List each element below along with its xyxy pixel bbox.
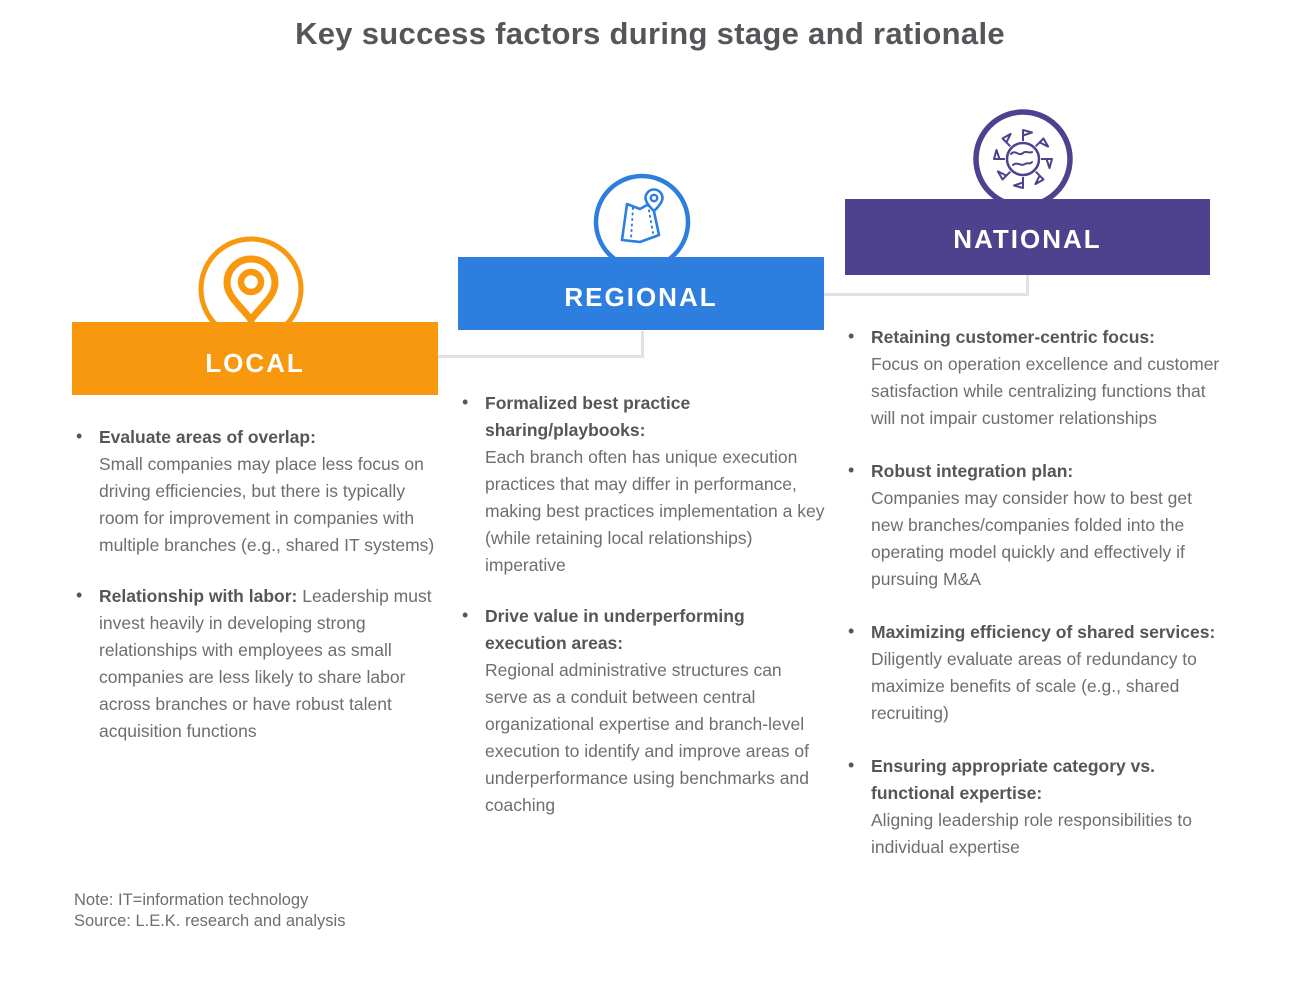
connector-regional-national-horizontal xyxy=(824,293,1029,296)
stage-banner-local: LOCAL xyxy=(72,322,438,395)
bullet-heading: Maximizing efficiency of shared services… xyxy=(871,622,1216,642)
connector-local-regional-vertical xyxy=(641,331,644,358)
stage-banner-regional: REGIONAL xyxy=(458,257,824,330)
bullet-heading: Formalized best practice sharing/playboo… xyxy=(485,393,691,440)
bullet-heading: Ensuring appropriate category vs. functi… xyxy=(871,756,1155,803)
page-title: Key success factors during stage and rat… xyxy=(295,16,1005,51)
list-item: Evaluate areas of overlap: Small compani… xyxy=(74,423,436,559)
bullet-body: Companies may consider how to best get n… xyxy=(871,488,1192,589)
location-pin-icon xyxy=(197,235,305,343)
footnote: Note: IT=information technology Source: … xyxy=(74,890,345,932)
stage-label-local: LOCAL xyxy=(205,348,305,378)
regional-bullet-list: Formalized best practice sharing/playboo… xyxy=(460,389,826,843)
stage-label-regional: REGIONAL xyxy=(564,282,718,312)
bullet-heading: Relationship with labor: xyxy=(99,586,298,606)
bullet-body: Regional administrative structures can s… xyxy=(485,660,809,815)
stage-label-national: NATIONAL xyxy=(953,223,1102,254)
list-item: Drive value in underperforming execution… xyxy=(460,602,826,819)
bullet-body: Small companies may place less focus on … xyxy=(99,454,435,555)
list-item: Formalized best practice sharing/playboo… xyxy=(460,389,826,579)
bullet-body: Aligning leadership role responsibilitie… xyxy=(871,810,1193,857)
bullet-heading: Drive value in underperforming execution… xyxy=(485,606,745,653)
list-item: Relationship with labor: Leadership must… xyxy=(74,582,436,745)
footnote-note: Note: IT=information technology xyxy=(74,891,309,909)
bullet-body: Leadership must invest heavily in develo… xyxy=(99,586,432,741)
globe-flags-icon xyxy=(971,107,1075,211)
connector-local-regional-horizontal xyxy=(438,355,644,358)
bullet-heading: Evaluate areas of overlap: xyxy=(99,427,316,447)
bullet-body: Focus on operation excellence and custom… xyxy=(871,354,1220,428)
list-item: Ensuring appropriate category vs. functi… xyxy=(846,752,1220,861)
connector-regional-national-vertical xyxy=(1026,275,1029,296)
list-item: Maximizing efficiency of shared services… xyxy=(846,618,1220,727)
bullet-heading: Retaining customer-centric focus: xyxy=(871,327,1155,347)
footnote-source: Source: L.E.K. research and analysis xyxy=(74,912,346,930)
list-item: Robust integration plan: Companies may c… xyxy=(846,457,1220,593)
stage-banner-national: NATIONAL xyxy=(845,199,1210,275)
local-bullet-list: Evaluate areas of overlap: Small compani… xyxy=(74,423,436,769)
bullet-heading: Robust integration plan: xyxy=(871,461,1074,481)
list-item: Retaining customer-centric focus: Focus … xyxy=(846,323,1220,432)
bullet-body: Diligently evaluate areas of redundancy … xyxy=(871,649,1197,723)
national-bullet-list: Retaining customer-centric focus: Focus … xyxy=(846,323,1220,887)
bullet-body: Each branch often has unique execution p… xyxy=(485,447,825,575)
map-icon xyxy=(592,172,692,272)
